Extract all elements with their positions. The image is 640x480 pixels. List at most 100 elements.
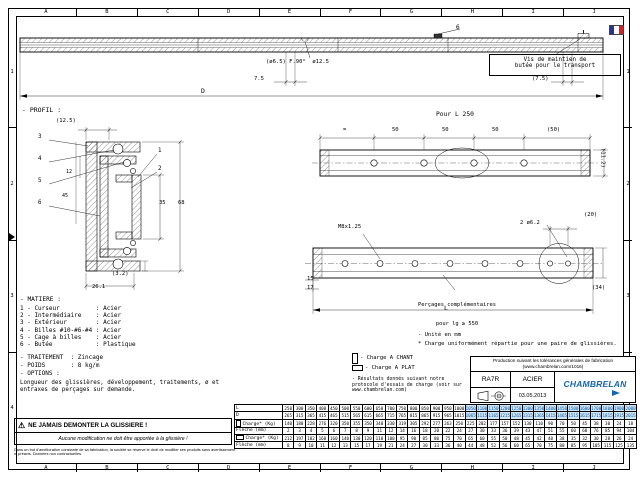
table-cell: 51 (544, 426, 557, 435)
table-cell: 36 (498, 426, 512, 435)
table-cell: 50 (567, 418, 580, 428)
test-protocol-note: - Résultats donnés suivant notre protoco… (352, 377, 462, 394)
material-label: ACIER (511, 372, 555, 388)
drawing-date: 03.05.2013 (511, 388, 555, 403)
dim-68: 68 (178, 200, 185, 206)
grid-letter: A (44, 465, 48, 471)
table-cell: 105 (589, 441, 603, 450)
table-cell: 22 (441, 426, 455, 435)
length-250-plan-view (312, 134, 608, 179)
table-cell: 38 (589, 418, 603, 428)
table-cell: 225 (464, 418, 477, 428)
table-cell: 24 (612, 418, 626, 428)
transport-note-line1: Vis de maintien de (523, 57, 587, 63)
traitement-line: - TRAITEMENT : Zincage (20, 354, 104, 361)
table-cell: 24 (624, 433, 637, 443)
table-cell: 52 (487, 441, 500, 450)
unit-note: - Unité en mm (418, 332, 462, 338)
table-cell: 39 (510, 426, 523, 435)
table-cell: 10 (304, 441, 318, 450)
matiere-item: 5 - Cage à billes : Acier (20, 333, 122, 341)
grid-letter: H (441, 8, 502, 16)
table-cell: 1365 (532, 411, 546, 420)
table-cell: 1000 (453, 403, 466, 413)
table-cell: 340 (373, 418, 386, 428)
table-cell: 85 (418, 433, 432, 443)
table-cell: 665 (373, 411, 386, 420)
table-cell: 515 (339, 411, 352, 420)
table-row-label: Flèche (mm) (234, 441, 283, 450)
table-cell: 250 (453, 418, 466, 428)
table-cell: 1250 (510, 403, 523, 413)
table-cell: 1050 (464, 403, 477, 413)
table-cell: 277 (430, 418, 443, 428)
table-cell: 95 (396, 433, 409, 443)
table-cell: 160 (327, 433, 341, 443)
table-cell: 12 (327, 441, 341, 450)
flag-stripe (618, 26, 623, 34)
projection-symbol (471, 388, 511, 403)
thread-callout: M8x1.25 (338, 224, 362, 230)
dim-7-5-right: (7.5) (532, 76, 549, 82)
dim-7-5-left: 7.5 (254, 76, 264, 82)
load-distribution-note: * Charge uniformément répartie pour une … (418, 341, 617, 347)
row-label-text: Flèche (mm) (236, 428, 267, 434)
table-cell: 75 (544, 441, 557, 450)
table-cell: 1500 (567, 403, 580, 413)
table-cell: 168 (316, 433, 329, 443)
drilling-plan-view (305, 224, 607, 314)
table-cell: 700 (384, 403, 398, 413)
row-label-text: Flèche (mm) (236, 442, 267, 448)
table-cell: 1465 (555, 411, 569, 420)
table-cell: 140 (339, 433, 352, 443)
inner-border (16, 16, 624, 464)
table-cell: 90 (407, 433, 420, 443)
first-angle-projection-icon (477, 390, 507, 401)
table-cell: 90 (544, 418, 557, 428)
table-cell: 19 (373, 441, 386, 450)
table-cell: 1350 (532, 403, 546, 413)
transport-screw-block (577, 33, 590, 39)
table-cell: 42 (532, 433, 546, 443)
table-cell: 18 (624, 418, 637, 428)
callout-3: 3 (38, 134, 42, 140)
table-cell: 1315 (521, 411, 534, 420)
table-cell: 70 (555, 418, 569, 428)
table-cell: 60 (475, 433, 489, 443)
table-cell: 8 (281, 441, 295, 450)
table-cell: 315 (293, 411, 306, 420)
table-cell: 130 (350, 433, 363, 443)
dim-50-3: 50 (492, 127, 499, 133)
matiere-item: 1 - Curseur : Acier (20, 305, 122, 312)
table-cell: 120 (361, 433, 375, 443)
grid-letter: I (502, 464, 563, 472)
detail-circle (538, 243, 580, 284)
row-label-text: Charge* (Kg) (245, 436, 279, 442)
table-cell: 33 (430, 441, 443, 450)
table-cell: 44 (464, 441, 477, 450)
table-cell: 1450 (555, 403, 569, 413)
table-cell: 38 (555, 433, 569, 443)
assembly-side-view (19, 28, 604, 100)
edge-load-label: - Charge A CHANT (360, 355, 413, 362)
table-cell: 350 (361, 418, 375, 428)
table-cell: 250 (281, 403, 295, 413)
profile-title: - PROFIL : (22, 106, 62, 114)
table-cell: 1700 (589, 403, 603, 413)
extra-drilling-note-line1: Perçages complémentaires (418, 302, 496, 309)
flat-load-icon (352, 365, 363, 372)
table-cell: 110 (373, 433, 386, 443)
warning-row2: Aucune modification ne doit être apporté… (58, 436, 188, 442)
view-250-title: Pour L 250 (436, 111, 474, 118)
outer-border (8, 8, 630, 470)
dim-50-right: (50) (547, 127, 561, 133)
brand-arrow-icon (612, 390, 620, 396)
table-cell: 212 (281, 433, 295, 443)
dim-20: (20) (584, 212, 598, 218)
table-cell: 140 (281, 418, 295, 428)
table-cell: 40 (453, 441, 466, 450)
table-row-label: L (234, 403, 283, 413)
dim-34: (34) (592, 285, 606, 291)
table-cell: 550 (350, 403, 363, 413)
